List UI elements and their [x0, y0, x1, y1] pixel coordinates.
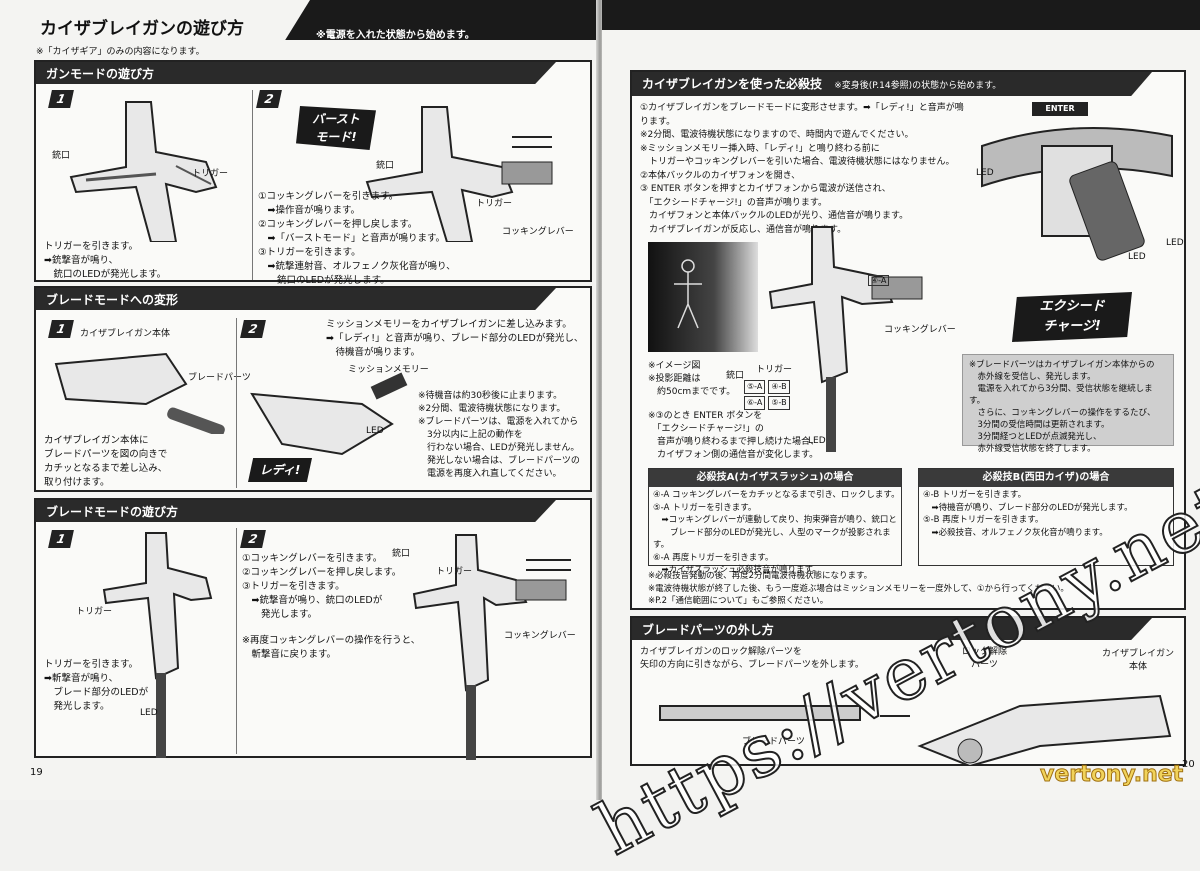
- step-1-badge: 1: [48, 320, 74, 338]
- image-note: ※イメージ図 ※投影距離は 約50cmまでです。: [648, 361, 736, 397]
- finisher-a-box: 必殺技A(カイザスラッシュ)の場合 ④-A コッキングレバーをカチッとなるまで引…: [648, 468, 902, 575]
- led-label-1: LED: [976, 168, 994, 178]
- section-title: ブレードパーツの外し方: [632, 618, 1152, 640]
- finisher-b-box: 必殺技B(西田カイザ)の場合 ④-B トリガーを引きます。 ➡待機音が鳴り、ブレ…: [918, 468, 1174, 566]
- blade-parts-note-box: ※ブレードパーツはカイザブレイガン本体からの 赤外線を受信し、発光します。 電源…: [962, 354, 1174, 454]
- page-title: カイザブレイガンの遊び方: [40, 19, 244, 39]
- footnotes: ※必殺技音発動の後、再度2分間電波待機状態になります。 ※電波待機状態が終了した…: [648, 571, 1069, 606]
- finisher-steps: ①カイザブレイガンをブレードモードに変形させます。➡「レディ!」と音声が鳴ります…: [640, 103, 964, 235]
- section-title: カイザブレイガンを使った必殺技 ※変身後(P.14参照)の状態から始めます。: [632, 72, 1152, 96]
- removal-text: カイザブレイガンのロック解除パーツを 矢印の方向に引きながら、ブレードパーツを外…: [640, 647, 864, 670]
- mission-memory-label: ミッションメモリー: [348, 365, 429, 375]
- finisher-b-text: ④-B トリガーを引きます。 ➡待機音が鳴り、ブレード部分のLEDが発光します。…: [923, 490, 1133, 538]
- tag-6a: ⑥-A: [744, 396, 766, 410]
- lock-release-label: ロック解除 パーツ: [962, 647, 1008, 670]
- finisher-section: カイザブレイガンを使った必殺技 ※変身後(P.14参照)の状態から始めます。 ①…: [630, 70, 1186, 610]
- projection-scene: [648, 242, 758, 352]
- body-label: カイザブレイガン本体: [80, 329, 171, 339]
- step-2-badge: 2: [240, 320, 266, 338]
- trigger-label: トリガー: [756, 365, 793, 375]
- left-page: カイザブレイガンの遊び方 ※電源を入れた状態から始めます。 ※「カイザギア」のみ…: [0, 0, 598, 800]
- blade-parts-label: ブレードパーツ: [742, 737, 805, 747]
- wait-notes: ※待機音は約30秒後に止まります。 ※2分間、電波待機状態になります。 ※ブレー…: [418, 391, 580, 479]
- burst-mode-callout: バースト モード!: [296, 106, 376, 150]
- lever-label: コッキングレバー: [504, 631, 576, 641]
- led-label: LED: [140, 708, 158, 718]
- blade-transform-section: ブレードモードへの変形 1 カイザブレイガン本体 ブレードパーツ カイザブレイガ…: [34, 286, 592, 492]
- led-label-3: LED: [1128, 252, 1146, 262]
- lever-label: コッキングレバー: [502, 227, 574, 237]
- title-note: ※電源を入れた状態から始めます。: [316, 30, 475, 41]
- step-2-text: ①コッキングレバーを引きます。 ➡操作音が鳴ります。 ②コッキングレバーを押し戻…: [258, 191, 456, 286]
- trigger-label-2: トリガー: [476, 199, 513, 209]
- memory-insert-illustration: [250, 372, 408, 456]
- muzzle-label-2: 銃口: [376, 161, 395, 171]
- led-label-2: LED: [1166, 238, 1184, 248]
- gun-mode-section: ガンモードの遊び方 1 銃口 トリガー トリガーを引きます。 ➡銃撃音が鳴り、 …: [34, 60, 592, 286]
- step-1-text: カイザブレイガン本体に ブレードパーツを図の向きで カチッとなるまで差し込み、 …: [44, 435, 168, 488]
- blade-removal-section: ブレードパーツの外し方 カイザブレイガンのロック解除パーツを 矢印の方向に引きな…: [630, 616, 1186, 766]
- step-2-text: ①コッキングレバーを引きます。 ②コッキングレバーを押し戻します。 ③トリガーを…: [242, 553, 402, 620]
- header-bar: [602, 0, 1200, 30]
- tag-5a: ⑤-A: [744, 380, 766, 394]
- blade-attach-illustration: [54, 352, 225, 434]
- tag-4a: ④-A: [868, 268, 892, 287]
- tag-4b: ④-B: [768, 380, 790, 394]
- finisher-illustration: [768, 226, 923, 452]
- muzzle-label: 銃口: [392, 549, 411, 559]
- lever-label: コッキングレバー: [884, 325, 956, 335]
- blade-removal-illustration: [659, 694, 1172, 766]
- step-2-badge: 2: [256, 90, 282, 108]
- finisher-b-title: 必殺技B(西田カイザ)の場合: [919, 469, 1173, 487]
- tag-5b: ⑤-B: [768, 396, 790, 410]
- enter-button-icon: ENTER: [1032, 102, 1088, 116]
- blade-label: ブレードパーツ: [188, 373, 251, 383]
- exceed-charge-callout: エクシード チャージ!: [1012, 292, 1132, 342]
- gun-mode-step2-illustration: [365, 106, 553, 242]
- muzzle-label: 銃口: [52, 151, 71, 161]
- blade-mode-step2-illustration: [412, 534, 571, 760]
- section-title: ブレードモードへの変形: [36, 288, 556, 310]
- step-2-text: ミッションメモリーをカイザブレイガンに差し込みます。 ➡「レディ!」と音声が鳴り…: [326, 319, 584, 358]
- step-1-badge: 1: [48, 530, 74, 548]
- sub-note: ※「カイザギア」のみの内容になります。: [36, 47, 205, 57]
- finisher-a-text: ④-A コッキングレバーをカチッとなるまで引き、ロックします。 ⑤-A トリガー…: [653, 490, 900, 575]
- muzzle-label: 銃口: [726, 371, 745, 381]
- book-gutter: [596, 0, 604, 800]
- gun-mode-illustration: [69, 101, 218, 242]
- section-title-text: カイザブレイガンを使った必殺技: [642, 77, 823, 91]
- step-1-text: トリガーを引きます。 ➡銃撃音が鳴り、 銃口のLEDが発光します。: [44, 241, 167, 280]
- section-title: ガンモードの遊び方: [36, 62, 556, 84]
- led-label-4: LED: [808, 436, 826, 446]
- blade-mode-section: ブレードモードの遊び方 1 トリガー トリガーを引きます。 ➡斬撃音が鳴り、 ブ…: [34, 498, 592, 760]
- step-2-badge: 2: [240, 530, 266, 548]
- section-title-note: ※変身後(P.14参照)の状態から始めます。: [834, 81, 1002, 91]
- blaygun-body-label: カイザブレイガン 本体: [1102, 649, 1175, 672]
- trigger-label: トリガー: [192, 169, 229, 179]
- trigger-label-2: トリガー: [436, 567, 473, 577]
- section-title: ブレードモードの遊び方: [36, 500, 556, 522]
- ready-callout: レディ!: [248, 458, 312, 482]
- watermark-2: vertony.net: [1039, 762, 1184, 788]
- page-number: 20: [1182, 759, 1195, 770]
- finisher-a-title: 必殺技A(カイザスラッシュ)の場合: [649, 469, 901, 487]
- belt-illustration: [981, 127, 1173, 261]
- trigger-label: トリガー: [76, 607, 113, 617]
- right-page: カイザブレイガンを使った必殺技 ※変身後(P.14参照)の状態から始めます。 ①…: [602, 0, 1200, 800]
- led-label: LED: [366, 426, 384, 436]
- step-2-note: ※再度コッキングレバーの操作を行うと、 斬撃音に戻ります。: [242, 635, 421, 660]
- page-number: 19: [30, 767, 43, 778]
- blade-parts-note: ※ブレードパーツはカイザブレイガン本体からの 赤外線を受信し、発光します。 電源…: [969, 360, 1156, 454]
- step-1-text: トリガーを引きます。 ➡斬撃音が鳴り、 ブレード部分のLEDが 発光します。: [44, 659, 149, 712]
- enter-note: ※③のとき ENTER ボタンを 「エクシードチャージ!」の 音声が鳴り終わるま…: [648, 411, 820, 460]
- blade-mode-illustration: [102, 532, 213, 758]
